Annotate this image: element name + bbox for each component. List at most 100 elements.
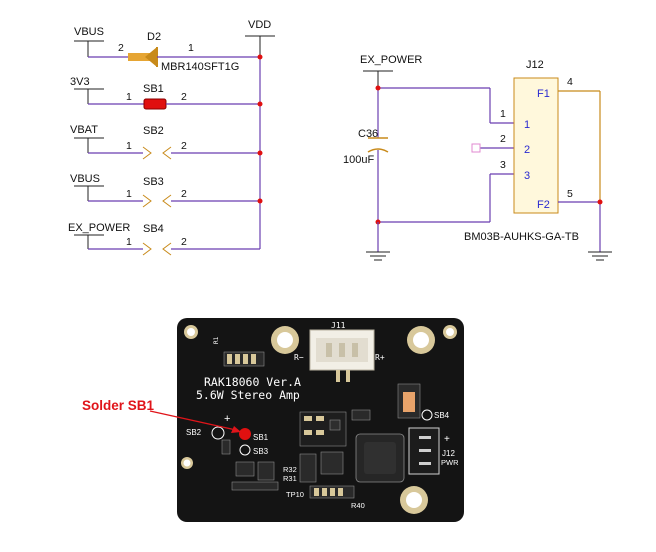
board-sb3-label: SB3: [253, 447, 269, 456]
resistor-array-bottom: [299, 453, 355, 499]
small-part-a: [221, 439, 231, 455]
c36-value: 100uF: [343, 154, 374, 166]
row2-pin-left: 1: [126, 91, 132, 103]
orange-component: [403, 392, 415, 412]
row5-pin-left: 1: [126, 236, 132, 248]
sb2-pad-right-icon: [162, 146, 172, 160]
j12-board-pin-1: [419, 436, 431, 439]
sb1-bridge-closed: [143, 98, 167, 110]
j12-board-pin-2: [419, 449, 431, 452]
d2-value: MBR140SFT1G: [161, 61, 239, 73]
pin2-nc-marker: [471, 143, 481, 153]
plus-sign-1: +: [224, 413, 230, 425]
callout-arrowhead-icon: [231, 426, 241, 433]
sb2-ref: SB2: [143, 125, 164, 137]
row5-pin-right: 2: [181, 236, 187, 248]
d2-ref: D2: [147, 31, 161, 43]
junction-vdd-row1: [257, 54, 263, 60]
j12-part-number: BM03B-AUHKS-GA-TB: [464, 231, 579, 243]
r31-label: R31: [283, 474, 297, 483]
callout-text: Solder SB1: [82, 398, 155, 413]
sb1-ref: SB1: [143, 83, 164, 95]
j12-pin2-num: 2: [500, 133, 506, 145]
resistor-array-top: [223, 351, 265, 367]
j12-ref: J12: [526, 59, 544, 71]
junction-vdd-row4: [257, 198, 263, 204]
sb4-pad-right-icon: [162, 242, 172, 256]
vdd-label: VDD: [248, 19, 271, 31]
row1-pin-left: 2: [118, 42, 124, 54]
j11-lead-a: [336, 370, 340, 382]
r40-label: R40: [351, 501, 365, 510]
board-title-line1: RAK18060 Ver.A: [204, 375, 301, 389]
row1-pin-right: 1: [188, 42, 194, 54]
left-component-group: [231, 461, 279, 491]
junction-ex-power: [375, 85, 381, 91]
j12-f2-label: F2: [537, 199, 550, 211]
j12-body: [513, 77, 559, 214]
d2-diode-icon: [145, 47, 157, 67]
j11-pin-1: [326, 343, 332, 357]
j11-label: J11: [331, 321, 346, 330]
board-sb4-label: SB4: [434, 411, 450, 420]
j12-pin3-num: 3: [500, 159, 506, 171]
j11-lead-b: [346, 370, 350, 382]
sb3-pad-left-icon: [142, 194, 152, 208]
junction-vdd-row3: [257, 150, 263, 156]
sb2-pad-left-icon: [142, 146, 152, 160]
board-j12-label: J12: [442, 449, 455, 458]
sb1-solder-blob: [239, 428, 251, 440]
row3-pin-right: 2: [181, 140, 187, 152]
power-select-schematic: VDD VBUS 2 D2 1 MBR140SFT1G 3V3 1 SB1 2 …: [68, 19, 275, 256]
mounting-hole-top-left: [184, 325, 198, 339]
power-inductor: [355, 433, 405, 483]
j12-pin1-label: 1: [524, 119, 530, 131]
row4-pin-left: 1: [126, 188, 132, 200]
sb3-pad-right-icon: [162, 194, 172, 208]
j12-pin2-label: 2: [524, 144, 530, 156]
board-sb2-label: SB2: [186, 428, 202, 437]
row2-pin-right: 2: [181, 91, 187, 103]
connector-schematic: EX_POWER C36 100uF J12 1 1 2 2: [343, 54, 612, 261]
plus-sign-2: +: [444, 434, 450, 445]
mounting-hole-large-bottom: [400, 486, 428, 514]
j12-pin3-label: 3: [524, 170, 530, 182]
tp10-label: TP10: [286, 490, 304, 499]
speaker-plus-label: R+: [375, 353, 385, 362]
c36-ref: C36: [358, 128, 378, 140]
j12-board-pin-3: [419, 462, 431, 465]
callout-arrow-line: [149, 410, 237, 431]
pcb-board: J11 R− R+ R1 RAK18060 Ver.A 5.6W Stereo …: [177, 318, 464, 522]
row4-pin-right: 2: [181, 188, 187, 200]
j12-f1-label: F1: [537, 88, 550, 100]
d2-body: [128, 53, 156, 61]
mounting-hole-bottom-left: [181, 457, 193, 469]
solder-callout: Solder SB1: [82, 398, 241, 433]
mounting-hole-large-right: [407, 326, 435, 354]
row2-net: 3V3: [70, 76, 90, 88]
j12-pin5-num: 5: [567, 188, 573, 200]
mounting-hole-top-right: [443, 325, 457, 339]
r32-label: R32: [283, 465, 297, 474]
row1-net: VBUS: [74, 26, 104, 38]
mounting-hole-large-left: [271, 326, 299, 354]
speaker-minus-label: R−: [294, 353, 304, 362]
row3-pin-left: 1: [126, 140, 132, 152]
ground-icon-right: [588, 251, 612, 261]
board-sb1-label: SB1: [253, 433, 269, 442]
j12-pin4-num: 4: [567, 76, 573, 88]
component-cluster-middle: [299, 409, 371, 447]
row3-net: VBAT: [70, 124, 98, 136]
j11-pin-2: [339, 343, 345, 357]
ic-chip: [320, 451, 344, 475]
sb3-ref: SB3: [143, 176, 164, 188]
j12-pin1-num: 1: [500, 108, 506, 120]
sb2-pad-outline: [211, 426, 225, 440]
row5-net: EX_POWER: [68, 222, 130, 234]
sb4-pad-left-icon: [142, 242, 152, 256]
sb4-ref: SB4: [143, 223, 164, 235]
board-title-line2: 5.6W Stereo Amp: [196, 388, 300, 402]
ground-icon-left: [366, 251, 390, 261]
junction-gnd-right: [597, 199, 603, 205]
